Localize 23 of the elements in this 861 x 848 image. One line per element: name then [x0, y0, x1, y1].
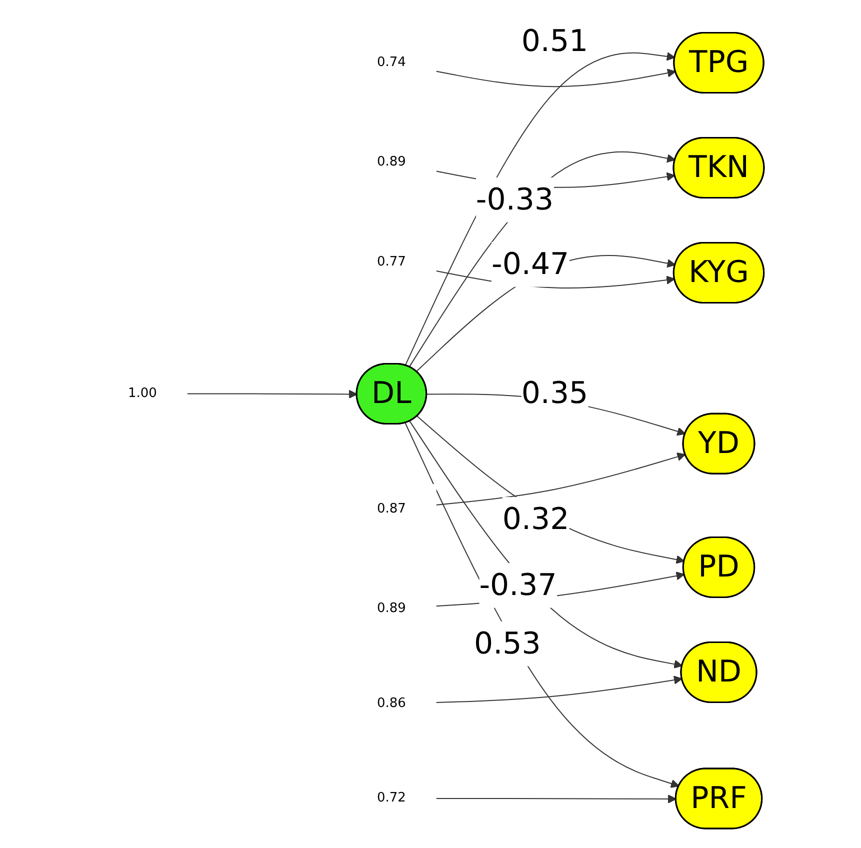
node-text: 0.86 [376, 696, 406, 712]
edge-label: -0.47 [491, 247, 569, 282]
node-text: 0.74 [376, 55, 406, 70]
edge-label: 0.51 [520, 24, 588, 60]
edge-label: -0.37 [478, 568, 556, 604]
arrow [404, 422, 679, 788]
arrow [434, 676, 682, 704]
edge-label: -0.33 [475, 182, 554, 218]
edge-label: 0.32 [502, 502, 569, 538]
node-text: 1.00 [128, 386, 156, 402]
arrow [434, 68, 676, 88]
arrow [408, 421, 682, 669]
arrow [434, 794, 676, 804]
node-text: 0.72 [376, 790, 406, 806]
node-text: 0.87 [376, 502, 406, 517]
edge-label: 0.53 [474, 626, 540, 662]
edge-label: 0.35 [520, 376, 588, 412]
node-text: 0.77 [376, 254, 406, 270]
arrow [416, 416, 684, 564]
arrow [434, 452, 686, 506]
node-text: 0.89 [376, 601, 406, 616]
node-text: 0.89 [376, 154, 406, 170]
arrow [186, 390, 357, 399]
